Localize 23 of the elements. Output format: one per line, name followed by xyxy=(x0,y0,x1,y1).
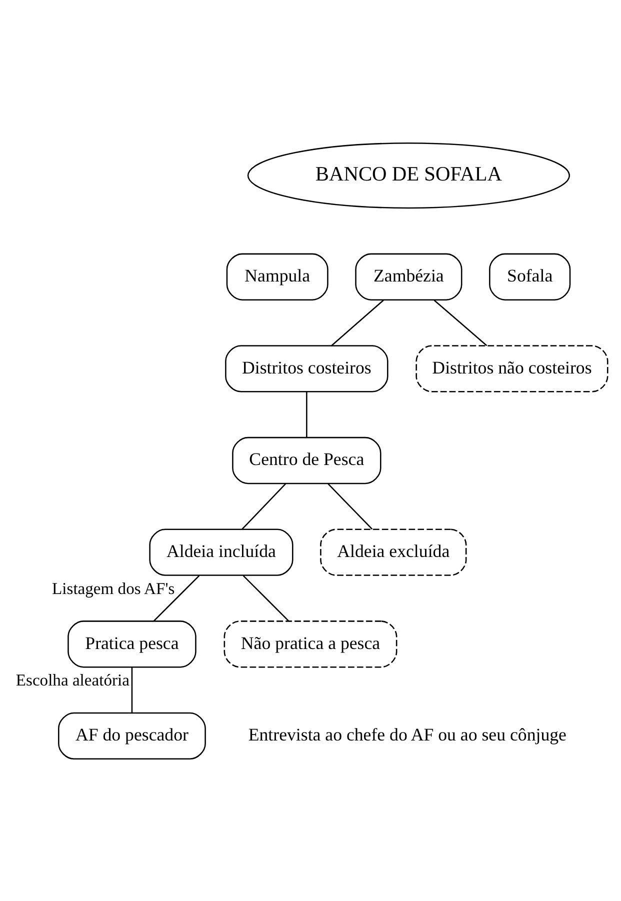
node-box: Distritos não costeiros xyxy=(416,344,608,392)
node-box: Nampula xyxy=(226,252,328,300)
connector xyxy=(306,392,308,437)
connector xyxy=(242,482,286,530)
connector xyxy=(131,666,133,712)
edge-label: Listagem dos AF's xyxy=(52,578,175,598)
connector xyxy=(434,299,488,346)
node-box: Zambézia xyxy=(355,252,462,300)
node-box: Aldeia excluída xyxy=(320,528,467,576)
node-box: Não pratica a pesca xyxy=(224,620,398,668)
node-box: AF do pescador xyxy=(58,712,206,760)
connector xyxy=(328,482,373,530)
connector xyxy=(242,574,290,621)
node-box: Pratica pesca xyxy=(68,620,196,668)
node-label: Entrevista ao chefe do AF ou ao seu cônjuge xyxy=(248,724,566,744)
node-box: Aldeia incluída xyxy=(149,528,294,576)
node-box: Centro de Pesca xyxy=(232,436,382,484)
node-ellipse: BANCO DE SOFALA xyxy=(247,142,570,208)
node-box: Sofala xyxy=(489,252,571,300)
connector xyxy=(153,574,200,621)
edge-label: Escolha aleatória xyxy=(16,670,130,690)
connector xyxy=(331,299,384,346)
node-box: Distritos costeiros xyxy=(225,344,388,392)
